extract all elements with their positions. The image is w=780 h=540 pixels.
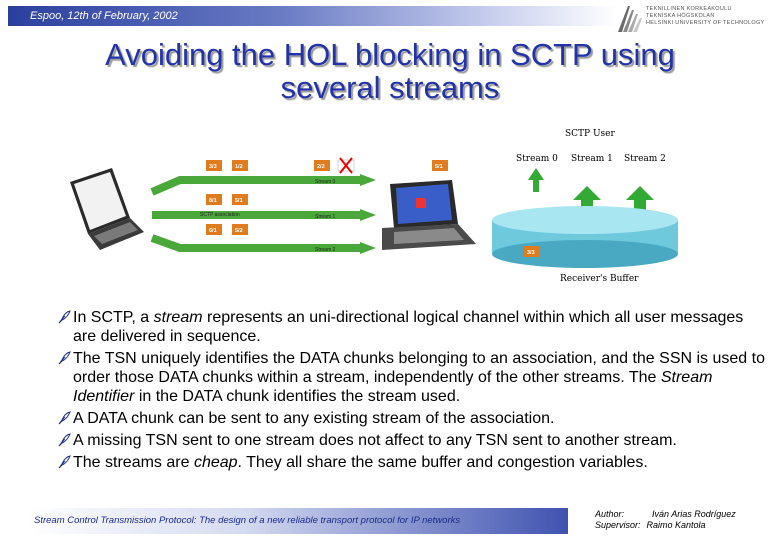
data-chunk (232, 224, 248, 235)
receivers-buffer-icon (492, 206, 678, 268)
svg-text:3/3: 3/3 (209, 164, 217, 170)
line-label-stream-2: Stream 2 (315, 247, 336, 253)
line-label-stream-0: Stream 0 (315, 179, 336, 185)
stream-2-line (150, 234, 360, 252)
svg-text:1/2: 1/2 (235, 164, 243, 170)
lost-chunk-icon (337, 157, 355, 174)
data-chunk (232, 194, 248, 205)
receiver-laptop-icon (382, 180, 476, 250)
line-label-stream-1: Stream 1 (315, 214, 336, 220)
footer-author: Author:Iván Arias Rodríguez Supervisor:R… (595, 509, 736, 530)
quill-bullet-icon (58, 411, 71, 425)
stream-0-label: Stream 0 (516, 154, 558, 164)
svg-text:3/3: 3/3 (527, 250, 535, 256)
footer-bar (28, 508, 568, 534)
data-chunk (432, 160, 448, 171)
data-chunk (206, 160, 222, 171)
data-chunk (206, 194, 222, 205)
bullet-item: In SCTP, a stream represents an uni-dire… (58, 308, 770, 346)
svg-text:2/2: 2/2 (317, 164, 325, 170)
sender-laptop-icon (70, 168, 144, 250)
bullet-item: A missing TSN sent to one stream does no… (58, 431, 770, 450)
svg-text:5/1: 5/1 (235, 198, 243, 204)
quill-bullet-icon (58, 310, 71, 324)
quill-bullet-icon (58, 433, 71, 447)
stream-1-label: Stream 1 (571, 154, 613, 164)
quill-bullet-icon (58, 455, 71, 469)
up-arrow-icon (573, 186, 601, 214)
header-bar (8, 6, 618, 26)
data-chunk (314, 160, 330, 171)
svg-text:5/2: 5/2 (235, 228, 243, 234)
stream-0-line (150, 176, 360, 196)
stream-diagram: SCTP association Stream 0 Stream 1 Strea… (70, 129, 678, 284)
sctp-user-label: SCTP User (565, 129, 616, 139)
up-arrow-icon (626, 186, 654, 214)
sctp-association-label: SCTP association (200, 212, 240, 218)
stream-2-label: Stream 2 (624, 154, 666, 164)
data-chunk (232, 160, 248, 171)
university-logo-icon (618, 6, 642, 32)
data-chunk (206, 224, 222, 235)
receivers-buffer-label: Receiver's Buffer (560, 274, 639, 284)
up-arrow-icon (528, 168, 544, 192)
header-date: Espoo, 12th of February, 2002 (30, 10, 178, 22)
svg-text:8/1: 8/1 (209, 198, 217, 204)
page-title: Avoiding the HOL blocking in SCTP using … (105, 37, 675, 105)
bullet-item: The TSN uniquely identifies the DATA chu… (58, 349, 770, 406)
svg-text:5/1: 5/1 (435, 164, 443, 170)
bullet-item: The streams are cheap. They all share th… (58, 453, 770, 472)
university-logo-text: TEKNILLINEN KORKEAKOULU TEKNISKA HÖGSKOL… (646, 6, 765, 26)
footer-text: Stream Control Transmission Protocol: Th… (34, 515, 461, 526)
data-chunk (524, 246, 540, 257)
quill-bullet-icon (58, 351, 71, 365)
bullet-list: In SCTP, a stream represents an uni-dire… (58, 308, 770, 475)
svg-text:6/1: 6/1 (209, 228, 217, 234)
bullet-item: A DATA chunk can be sent to any existing… (58, 409, 770, 428)
